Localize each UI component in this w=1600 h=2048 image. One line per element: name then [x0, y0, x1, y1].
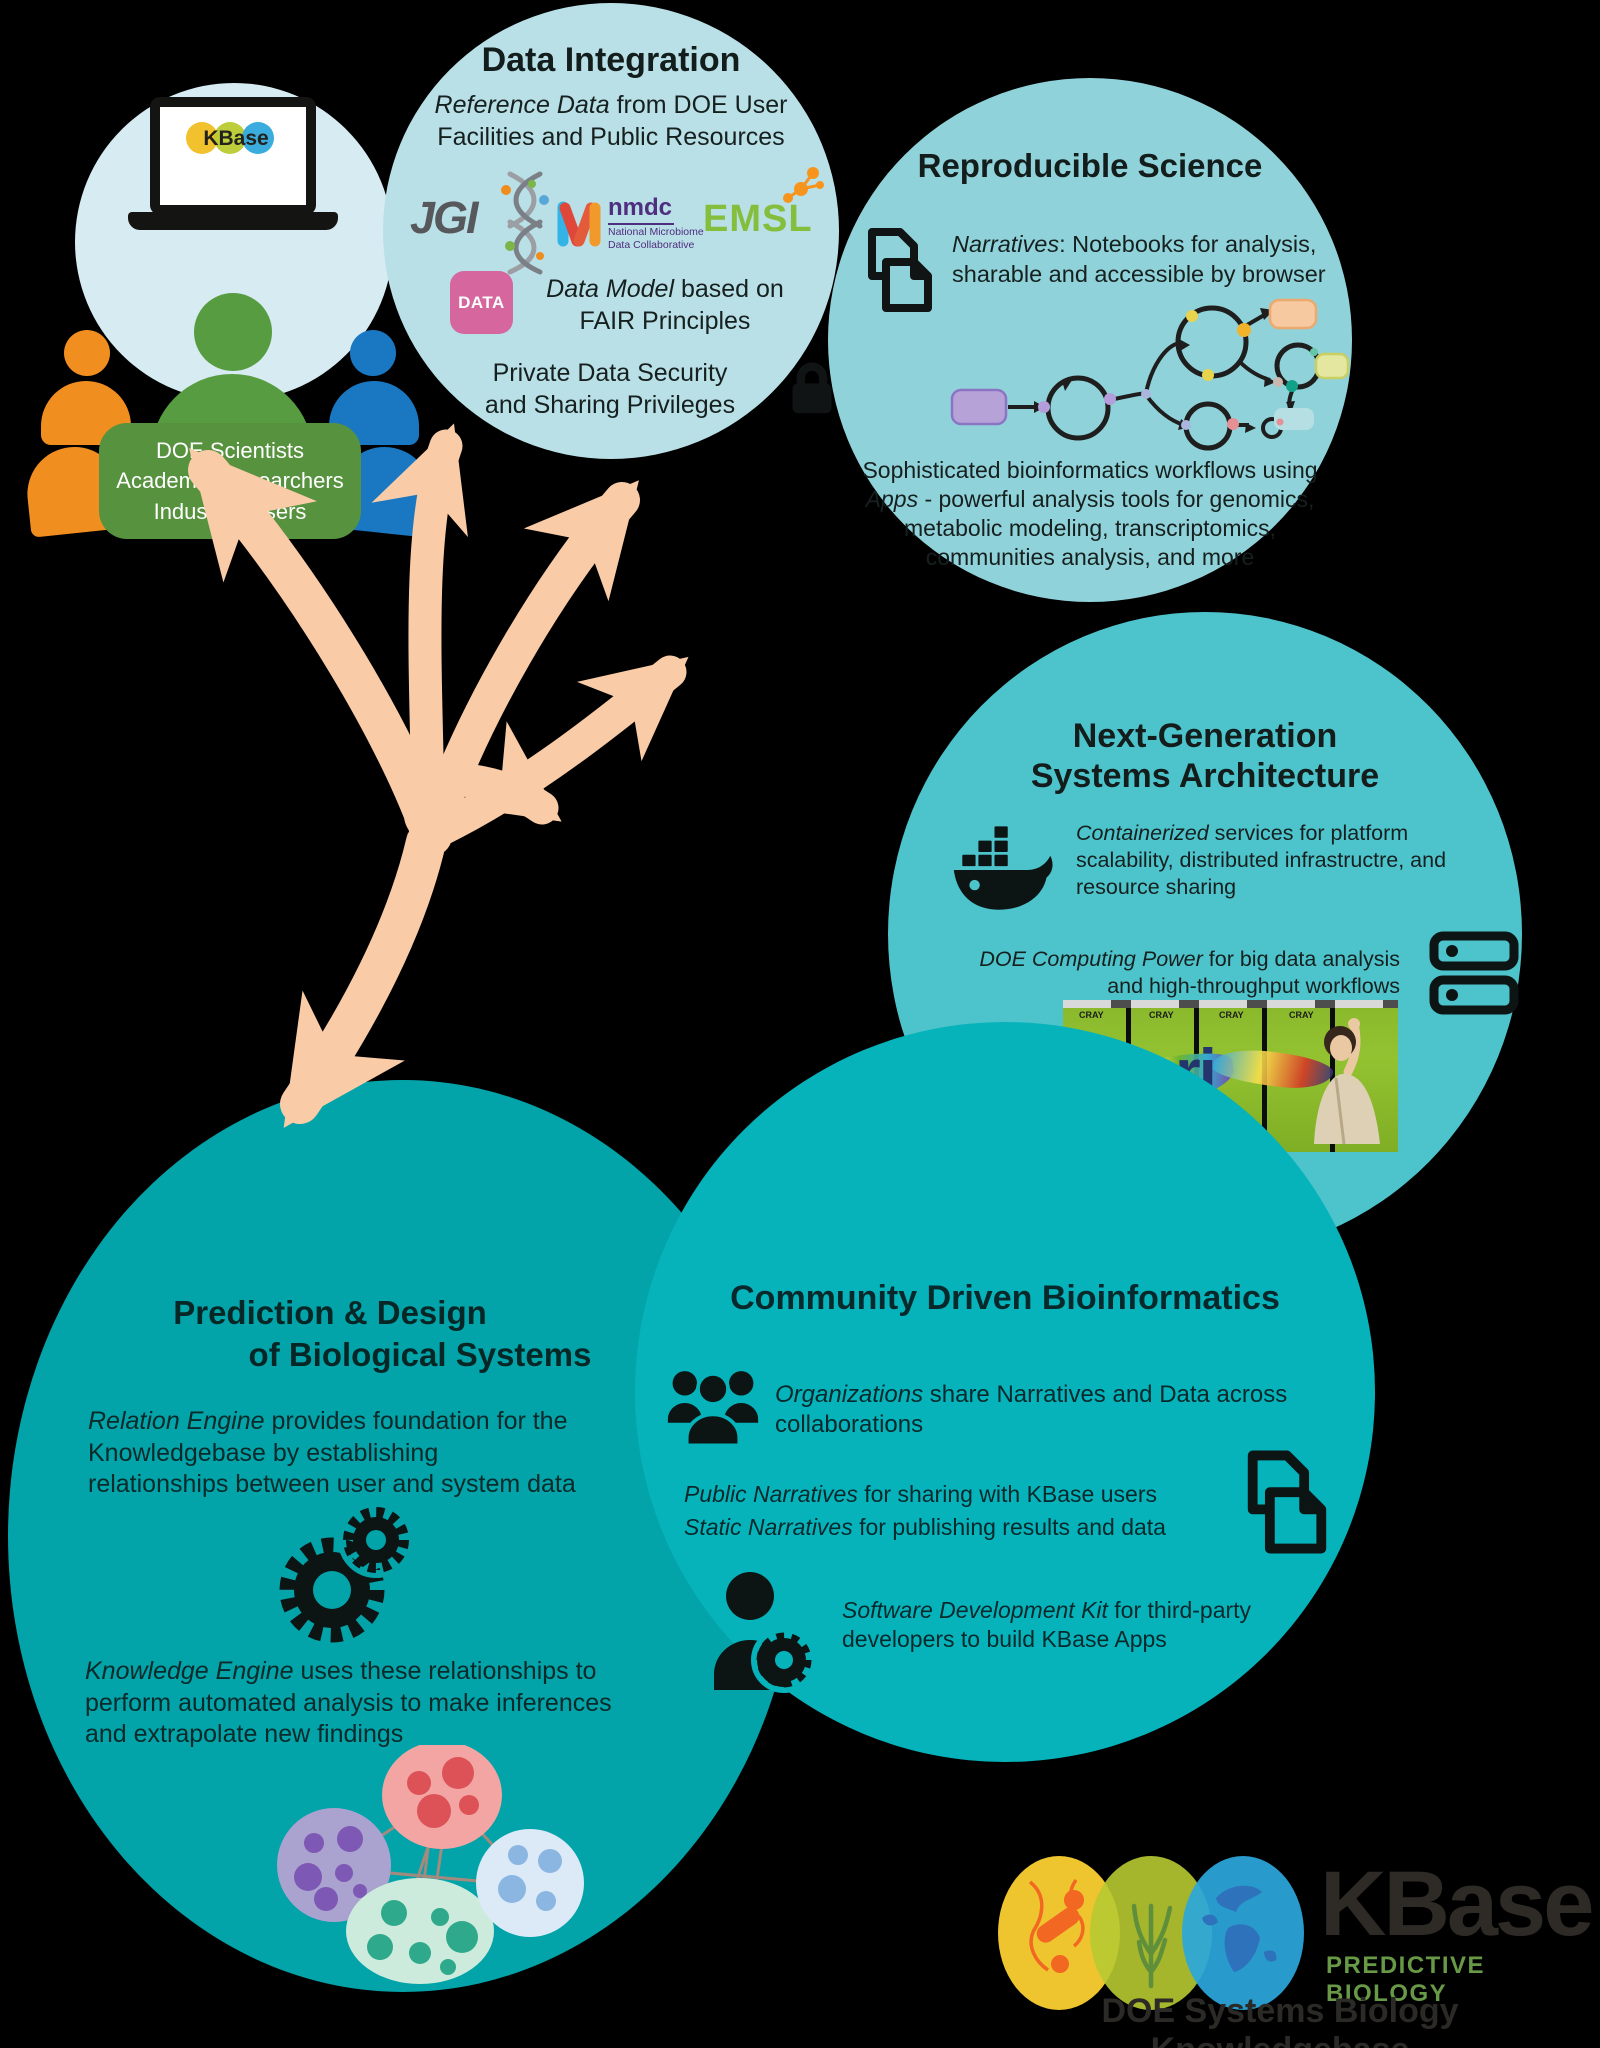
- cori-top-strip: [1063, 1000, 1398, 1008]
- data-integration-title: Data Integration: [481, 41, 741, 79]
- nmdc-logo: nmdc National Microbiome Data Collaborat…: [556, 194, 704, 254]
- reference-em: Reference Data: [434, 91, 610, 119]
- apps-em: Apps: [865, 485, 919, 512]
- data-model-em: Data Model: [546, 275, 675, 303]
- workflow-diagram: [950, 298, 1350, 451]
- grass-icon: [1131, 1903, 1173, 1989]
- knowledge-em: Knowledge Engine: [85, 1657, 294, 1685]
- reference-data-text: Reference Data from DOE User Facilities …: [434, 91, 788, 151]
- docker-whale-icon: [953, 826, 1053, 910]
- cray-label: CRAY: [1079, 1010, 1104, 1020]
- sdk-em: Software Development Kit: [842, 1597, 1108, 1623]
- relation-em: Relation Engine: [88, 1407, 265, 1435]
- logo-circle-yellow: [186, 122, 218, 154]
- nmdc-subtitle: National Microbiome Data Collaborative: [608, 226, 704, 252]
- person-orange-icon: [64, 330, 110, 376]
- narratives-text: Narratives: Notebooks for analysis, shar…: [952, 231, 1326, 287]
- cray-label: CRAY: [1149, 1010, 1174, 1020]
- people-group-icon: [667, 1371, 759, 1448]
- laptop-icon: [150, 97, 316, 215]
- globe-icon: [1202, 1885, 1277, 1972]
- prediction-title-line1: Prediction & Design: [173, 1294, 487, 1331]
- public-narratives-em: Public Narratives: [684, 1481, 858, 1507]
- nmdc-wordmark: nmdc: [608, 194, 675, 225]
- narratives-sharing-text: Public Narratives for sharing with KBase…: [684, 1481, 1166, 1540]
- gears-icon: [279, 1502, 412, 1643]
- data-badge: DATA: [450, 271, 513, 334]
- kbase-mini-wordmark: KBase: [203, 127, 269, 150]
- nmdc-m-icon: [557, 201, 601, 247]
- logo-circle-green: [214, 122, 246, 154]
- computing-em: DOE Computing Power: [979, 947, 1203, 971]
- kbase-mini-logo: KBase: [178, 120, 288, 160]
- jgi-logo: JGI: [410, 192, 479, 243]
- relation-engine-text: Relation Engine provides foundation for …: [88, 1407, 576, 1498]
- whale-eye: [969, 879, 980, 891]
- computing-text: DOE Computing Power for big data analysi…: [979, 947, 1400, 999]
- kbase-tagline: PREDICTIVE BIOLOGY: [1326, 1952, 1486, 2007]
- emsl-logo: EMSL: [703, 198, 813, 240]
- organizations-em: Organizations: [775, 1381, 924, 1408]
- audience-item: Industrial Users: [153, 498, 307, 524]
- dna-helix-icon: [501, 171, 549, 275]
- lock-icon: [792, 362, 832, 414]
- developer-gear-icon: [714, 1572, 816, 1693]
- cori-scientist-figure: [1314, 1018, 1380, 1145]
- audience-item: DOE Scientists: [156, 438, 304, 463]
- prediction-title-line2: of Biological Systems: [248, 1336, 592, 1373]
- cray-label: CRAY: [1219, 1010, 1244, 1020]
- arrow-to-prediction: [280, 822, 446, 1128]
- organizations-text: Organizations share Narratives and Data …: [775, 1381, 1288, 1439]
- molecule-icon: [783, 167, 824, 203]
- reproducible-title: Reproducible Science: [917, 147, 1263, 184]
- sdk-text: Software Development Kit for third-party…: [842, 1597, 1252, 1652]
- person-blue-icon: [350, 330, 396, 376]
- arrow-to-reproducible: [416, 480, 640, 846]
- kbase-subtitle: DOE Systems Biology Knowledgebase: [1101, 1992, 1459, 2048]
- static-narratives-em: Static Narratives: [684, 1513, 853, 1540]
- community-title: Community Driven Bioinformatics: [730, 1279, 1280, 1317]
- microbe-icon: [1028, 1878, 1085, 1973]
- next-gen-title: Next-Generation Systems Architecture: [1030, 717, 1380, 796]
- data-model-text: Data Model based on FAIR Principles: [546, 275, 784, 335]
- community-circle: [635, 1022, 1375, 1762]
- audience-item: Academic Researchers: [116, 468, 344, 494]
- knowledge-engine-text: Knowledge Engine uses these relationship…: [85, 1657, 612, 1748]
- arrow-to-next-gen: [423, 655, 689, 847]
- laptop-base: [128, 212, 338, 230]
- arrow-to-community: [413, 721, 562, 825]
- logo-circle-blue: [242, 122, 274, 154]
- cluster-network-diagram: [277, 1745, 584, 1984]
- cray-label: CRAY: [1289, 1010, 1314, 1020]
- workflows-text: Sophisticated bioinformatics workflows u…: [862, 457, 1318, 570]
- security-text: Private Data Security and Sharing Privil…: [484, 359, 736, 419]
- server-stack-icon: [1429, 931, 1519, 1015]
- pages-icon: [1247, 1450, 1327, 1554]
- reproducible-circle: [828, 78, 1352, 602]
- data-integration-circle: [383, 3, 839, 459]
- audience-badge: DOE Scientists Academic Researchers Indu…: [99, 423, 361, 539]
- kbase-logo-ellipses: [998, 1856, 1308, 2010]
- kbase-wordmark: KBase: [1320, 1853, 1594, 1955]
- narratives-em: Narratives: [952, 231, 1060, 257]
- person-green-icon: [194, 293, 272, 371]
- containerized-em: Containerized: [1076, 821, 1209, 845]
- pages-icon: [868, 228, 932, 312]
- containerized-text: Containerized services for platform scal…: [1076, 821, 1447, 900]
